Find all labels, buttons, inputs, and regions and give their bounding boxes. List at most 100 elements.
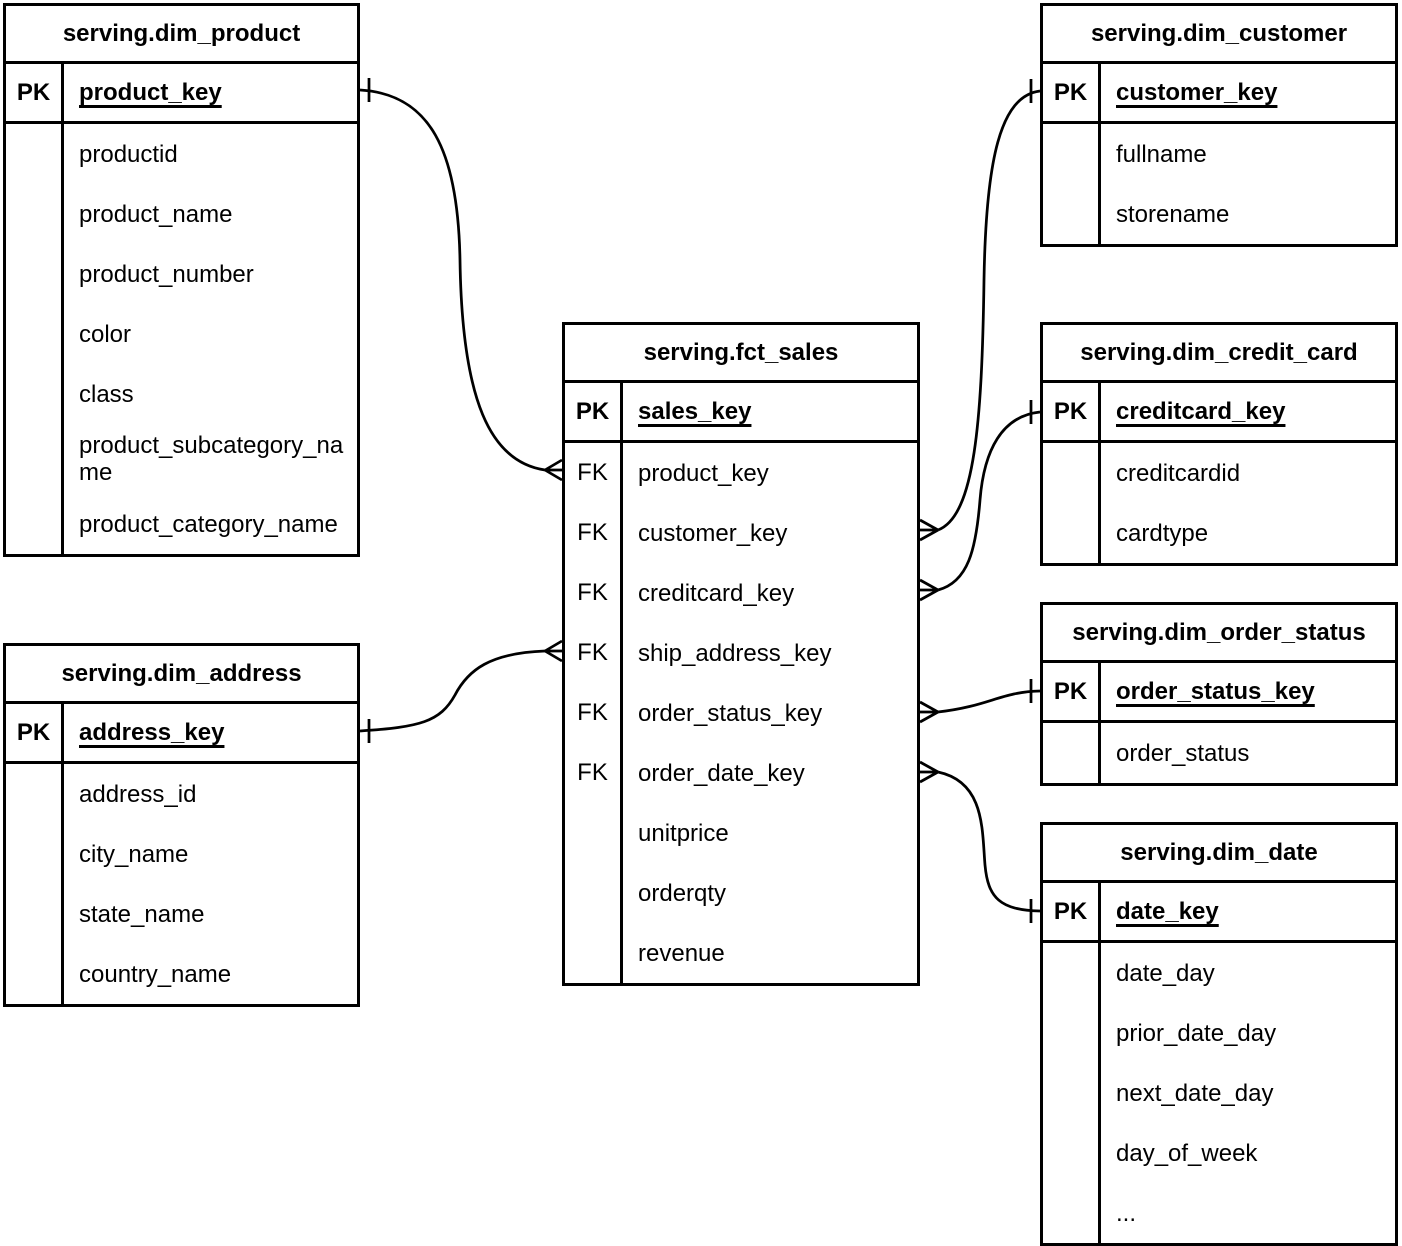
field-name: creditcard_key	[638, 579, 795, 607]
table-row: productid	[6, 124, 357, 184]
field-name: product_key	[638, 459, 769, 487]
table-dim-order-status: serving.dim_order_status PK order_status…	[1040, 602, 1398, 786]
table-row: product_category_name	[6, 494, 357, 554]
table-row: PK order_status_key	[1043, 663, 1395, 723]
table-title: serving.dim_customer	[1043, 6, 1395, 64]
field-name: date_day	[1116, 959, 1215, 987]
table-row: storename	[1043, 184, 1395, 244]
key-badge	[6, 364, 64, 424]
pk-badge: PK	[1043, 883, 1101, 940]
key-badge	[1043, 184, 1101, 244]
pk-field-name: address_key	[79, 719, 225, 746]
table-row: city_name	[6, 824, 357, 884]
table-row: orderqty	[565, 863, 917, 923]
key-badge	[6, 244, 64, 304]
table-row: class	[6, 364, 357, 424]
key-badge	[6, 304, 64, 364]
fk-badge: FK	[565, 563, 623, 623]
pk-field-name: date_key	[1116, 898, 1219, 925]
table-row: date_day	[1043, 943, 1395, 1003]
table-row: product_name	[6, 184, 357, 244]
field-name: country_name	[79, 960, 232, 988]
table-row: FK product_key	[565, 443, 917, 503]
key-badge	[6, 944, 64, 1004]
key-badge	[1043, 1003, 1101, 1063]
field-name: orderqty	[638, 879, 727, 907]
key-badge	[1043, 943, 1101, 1003]
fk-badge: FK	[565, 443, 623, 503]
pk-badge: PK	[6, 704, 64, 761]
fk-badge: FK	[565, 743, 623, 803]
table-title: serving.fct_sales	[565, 325, 917, 383]
table-row: PK customer_key	[1043, 64, 1395, 124]
field-name: productid	[79, 140, 178, 168]
key-badge	[1043, 443, 1101, 503]
key-badge	[6, 424, 64, 494]
field-name: order_date_key	[638, 759, 805, 787]
fk-badge: FK	[565, 623, 623, 683]
table-row: FK order_date_key	[565, 743, 917, 803]
field-name: address_id	[79, 780, 197, 808]
pk-field-name: sales_key	[638, 398, 752, 425]
field-name: creditcardid	[1116, 459, 1241, 487]
table-title: serving.dim_product	[6, 6, 357, 64]
key-badge	[565, 803, 623, 863]
field-name: next_date_day	[1116, 1079, 1274, 1107]
key-badge	[6, 884, 64, 944]
table-row: PK sales_key	[565, 383, 917, 443]
field-name: product_subcategory_name	[79, 432, 344, 486]
table-row: address_id	[6, 764, 357, 824]
table-dim-credit-card: serving.dim_credit_card PK creditcard_ke…	[1040, 322, 1398, 566]
field-name: product_category_name	[79, 510, 338, 538]
pk-badge: PK	[1043, 64, 1101, 121]
field-name: color	[79, 320, 132, 348]
table-row: cardtype	[1043, 503, 1395, 563]
rel-orderstatus-to-sales-line	[919, 679, 1041, 724]
pk-badge: PK	[565, 383, 623, 440]
key-badge	[1043, 1123, 1101, 1183]
field-name: ship_address_key	[638, 639, 832, 667]
crow-foot-icon	[919, 760, 939, 784]
field-name: city_name	[79, 840, 189, 868]
table-row: PK product_key	[6, 64, 357, 124]
table-dim-product: serving.dim_product PK product_key produ…	[3, 3, 360, 557]
field-name: product_name	[79, 200, 233, 228]
rel-creditcard-to-sales-line	[919, 400, 1041, 602]
table-row: day_of_week	[1043, 1123, 1395, 1183]
field-name: order_status	[1116, 739, 1250, 767]
key-badge	[6, 184, 64, 244]
crow-foot-icon	[919, 700, 939, 724]
rel-product-to-sales-line	[359, 78, 563, 482]
pk-field-name: creditcard_key	[1116, 398, 1286, 425]
pk-badge: PK	[6, 64, 64, 121]
crow-foot-icon	[919, 578, 939, 602]
table-title: serving.dim_credit_card	[1043, 325, 1395, 383]
field-name: day_of_week	[1116, 1139, 1258, 1167]
table-row: product_subcategory_name	[6, 424, 357, 494]
field-name: storename	[1116, 200, 1230, 228]
field-name: order_status_key	[638, 699, 823, 727]
key-badge	[1043, 503, 1101, 563]
table-row: creditcardid	[1043, 443, 1395, 503]
key-badge	[1043, 124, 1101, 184]
rel-customer-to-sales-line	[919, 79, 1041, 542]
table-title: serving.dim_address	[6, 646, 357, 704]
table-dim-address: serving.dim_address PK address_key addre…	[3, 643, 360, 1007]
table-row: country_name	[6, 944, 357, 1004]
fk-badge: FK	[565, 503, 623, 563]
field-name: fullname	[1116, 140, 1207, 168]
key-badge	[1043, 1183, 1101, 1243]
key-badge	[6, 824, 64, 884]
pk-field-name: customer_key	[1116, 79, 1278, 106]
pk-badge: PK	[1043, 383, 1101, 440]
table-title: serving.dim_order_status	[1043, 605, 1395, 663]
table-dim-date: serving.dim_date PK date_key date_day pr…	[1040, 822, 1398, 1246]
field-name: class	[79, 380, 134, 408]
field-name: unitprice	[638, 819, 729, 847]
pk-field-name: product_key	[79, 79, 222, 106]
key-badge	[6, 124, 64, 184]
table-title: serving.dim_date	[1043, 825, 1395, 883]
field-name: state_name	[79, 900, 205, 928]
